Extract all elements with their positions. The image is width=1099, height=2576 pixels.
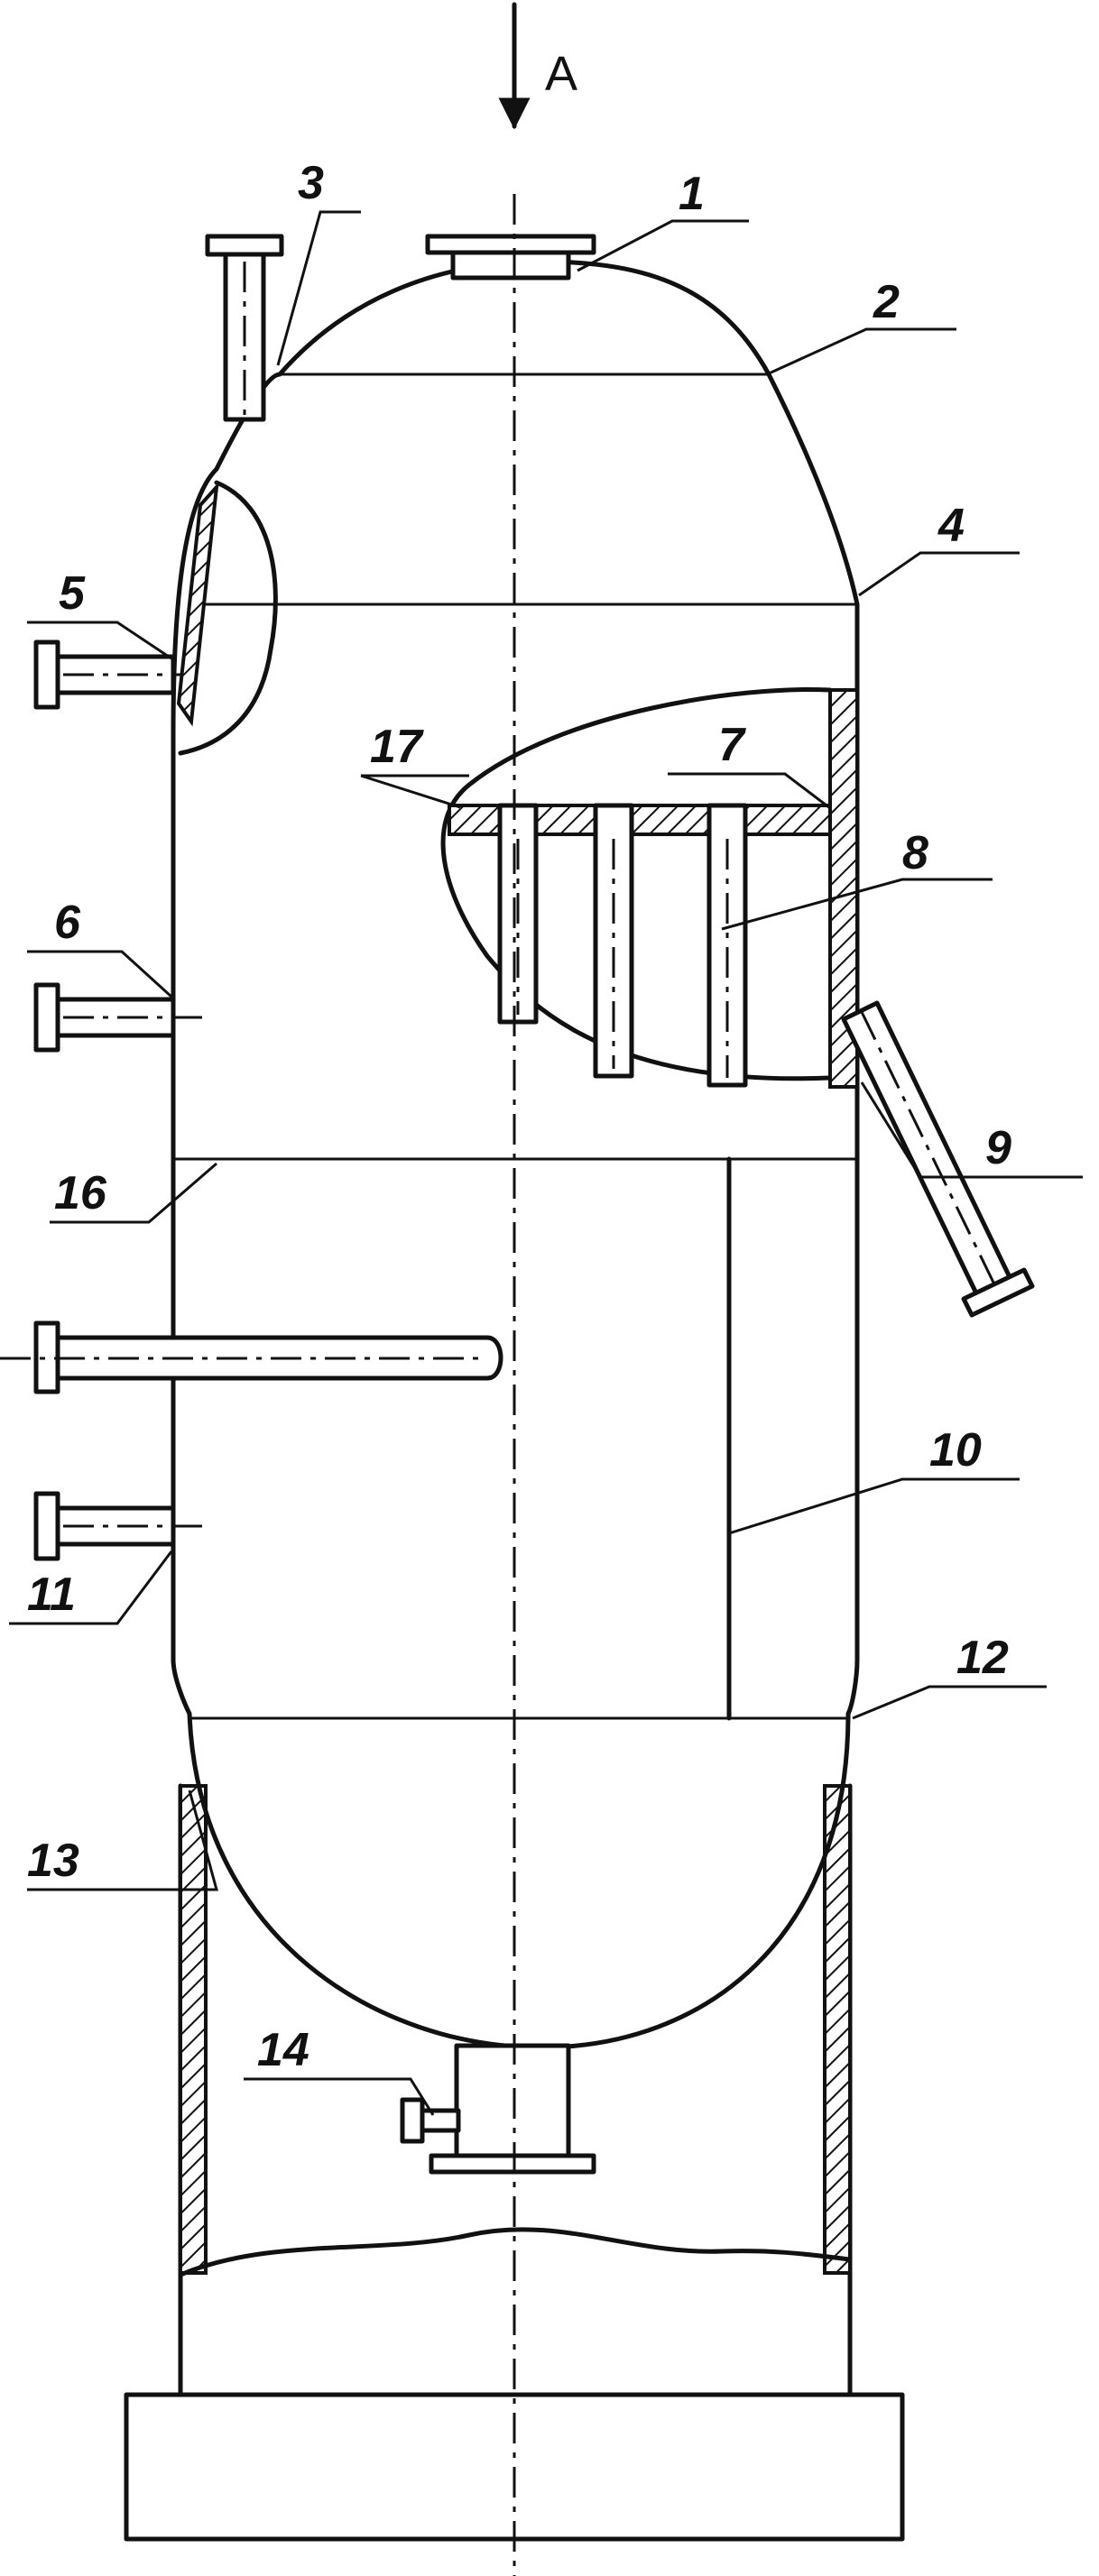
nozzle-6-flange [33,982,60,1053]
skirt-break-line [178,2227,853,2277]
svg-text:9: 9 [985,1122,1011,1174]
callout-7: 7 [668,719,831,810]
callout-3: 3 [276,157,361,366]
callout-5: 5 [27,567,172,660]
cutaway-upper-left [178,480,278,756]
svg-text:4: 4 [937,500,965,552]
svg-text:8: 8 [902,827,928,879]
svg-text:14: 14 [257,2024,309,2076]
callout-8: 8 [721,827,993,931]
svg-text:2: 2 [873,276,900,328]
bottom-nozzle-neck [454,2043,571,2160]
callout-16: 16 [50,1162,217,1224]
callout-4: 4 [858,500,1020,597]
nozzle-9-axis [860,1011,999,1291]
svg-text:12: 12 [956,1632,1009,1684]
callout-10: 10 [728,1424,1020,1535]
top-nozzle-flange [425,234,596,255]
svg-text:16: 16 [54,1167,107,1219]
callout-9: 9 [860,1081,1083,1179]
svg-text:3: 3 [298,157,324,209]
callout-12: 12 [852,1632,1047,1720]
svg-text:17: 17 [370,721,424,773]
callout-17: 17 [360,721,469,809]
callout-14: 14 [244,2024,435,2116]
svg-text:6: 6 [54,897,81,949]
svg-text:5: 5 [59,567,86,620]
callout-11: 11 [9,1550,173,1625]
skirt-left-hatch [179,1784,208,2275]
nozzle-3-flange [205,234,284,257]
callout-13: 13 [27,1789,218,1891]
callout-6: 6 [27,897,173,998]
svg-text:13: 13 [27,1835,79,1887]
drain-valve-handle [400,2097,425,2144]
nozzle-11-flange [33,1491,60,1561]
bottom-nozzle-flange [429,2153,596,2175]
callout-2: 2 [766,276,956,376]
skirt-right-hatch [823,1784,852,2275]
svg-text:1: 1 [679,168,705,220]
view-label: A [545,47,577,101]
callout-1: 1 [577,168,749,272]
nozzle-5-flange [33,639,60,710]
svg-text:10: 10 [929,1424,982,1477]
cutaway-upper-left-hatch [176,482,219,727]
svg-text:11: 11 [27,1569,76,1621]
svg-text:7: 7 [718,719,746,771]
drain-valve-stem [418,2108,461,2133]
nozzle-9-flange [961,1267,1035,1318]
